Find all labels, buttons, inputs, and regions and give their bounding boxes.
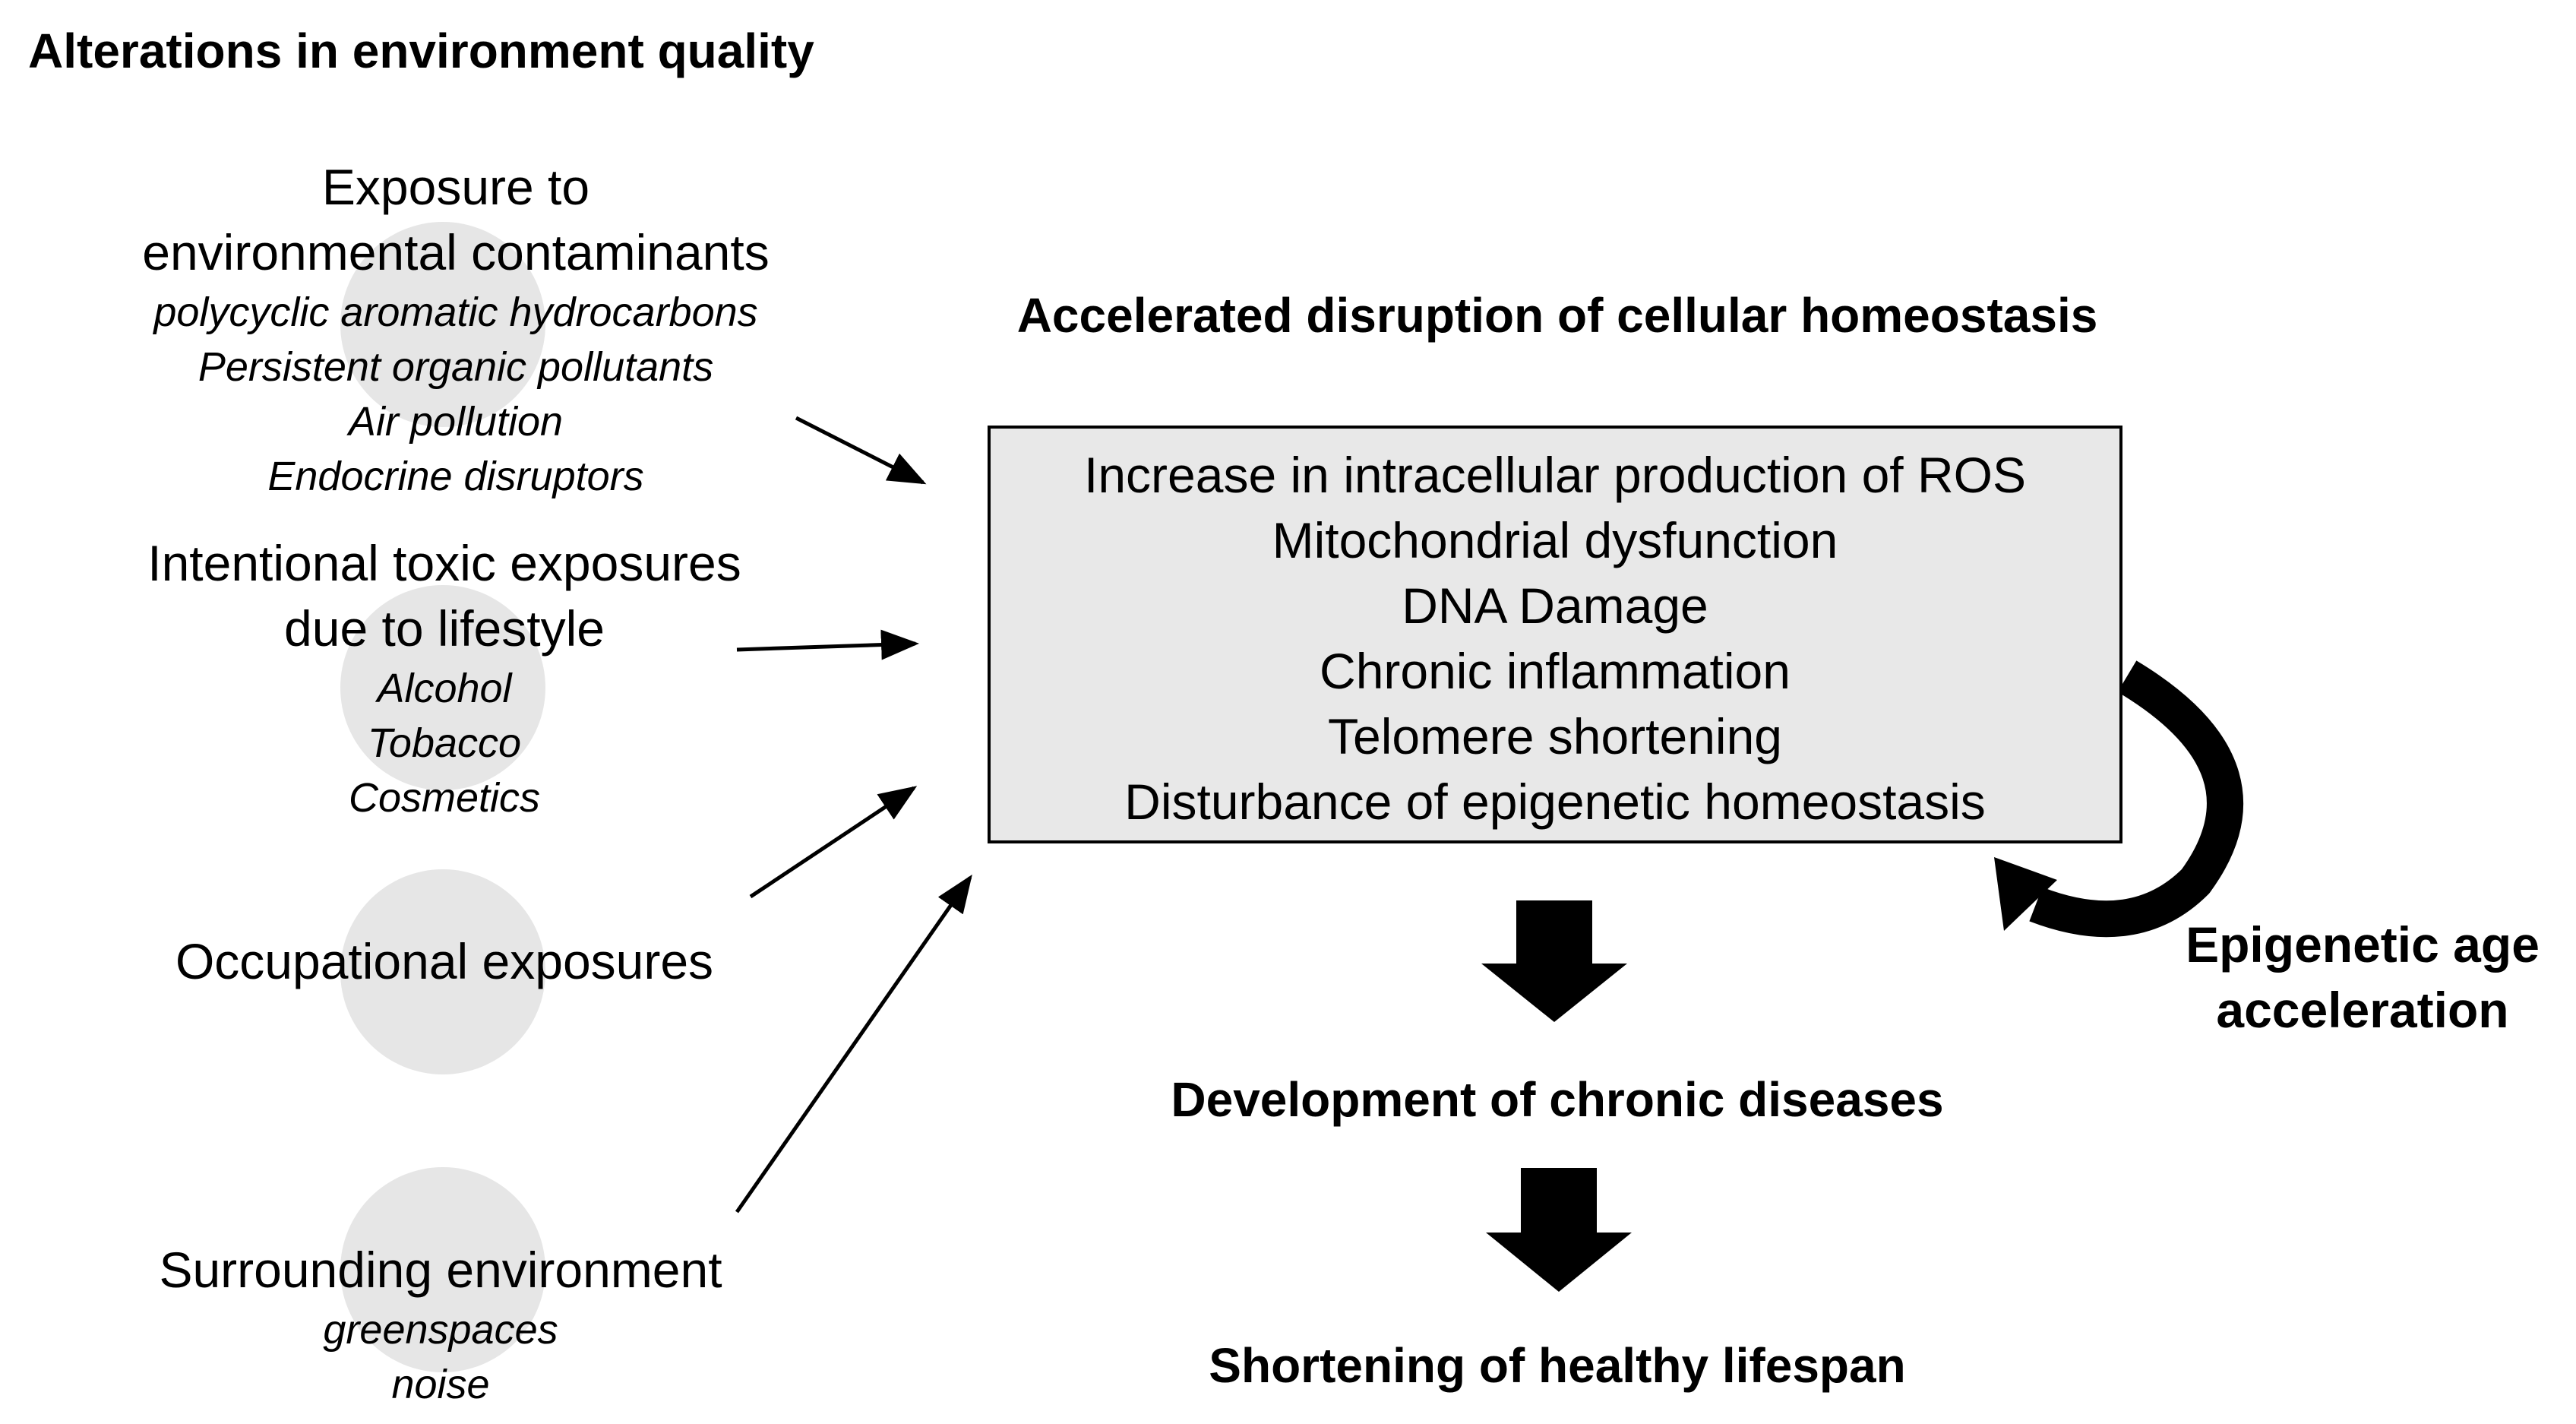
source-example: Endocrine disruptors — [267, 454, 644, 499]
source-heading: due to lifestyle — [284, 600, 605, 657]
feedback-curved-arrow — [2029, 660, 2244, 938]
effect-item: Increase in intracellular production of … — [1084, 447, 2026, 503]
source-example: Persistent organic pollutants — [198, 344, 714, 390]
effect-item: Mitochondrial dysfunction — [1272, 512, 1838, 568]
source-heading: Exposure to — [321, 159, 590, 215]
outcome-healthy-lifespan: Shortening of healthy lifespan — [1209, 1338, 1906, 1393]
source-surrounding: Surrounding environment greenspaces nois… — [61, 1237, 820, 1412]
source-example: Alcohol — [377, 666, 512, 711]
diagram-title: Alterations in environment quality — [28, 24, 814, 78]
outcome-chronic-diseases: Development of chronic diseases — [1171, 1072, 1944, 1127]
effect-item: Disturbance of epigenetic homeostasis — [1124, 774, 1986, 830]
arrow-contaminants — [795, 416, 927, 485]
feedback-label-line: Epigenetic age — [2186, 916, 2540, 973]
feedback-label: Epigenetic age acceleration — [2157, 912, 2568, 1043]
arrow-occupational — [749, 786, 918, 899]
decorative-circle — [340, 222, 545, 427]
effect-item: Telomere shortening — [1328, 708, 1782, 764]
source-heading: Intentional toxic exposures — [147, 535, 741, 591]
decorative-circle — [340, 585, 545, 790]
source-example: greenspaces — [323, 1307, 558, 1353]
arrow-surrounding — [735, 874, 972, 1214]
down-arrow-2 — [1486, 1168, 1632, 1292]
source-heading: Surrounding environment — [159, 1242, 722, 1298]
feedback-arrowhead — [1994, 857, 2057, 931]
source-heading: Occupational exposures — [175, 933, 714, 989]
source-example: polycyclic aromatic hydrocarbons — [153, 290, 758, 335]
source-heading: environmental contaminants — [142, 224, 770, 280]
arrow-lifestyle — [736, 629, 919, 660]
source-lifestyle: Intentional toxic exposures due to lifes… — [65, 530, 824, 825]
source-example: noise — [391, 1362, 490, 1407]
source-example: Air pollution — [348, 399, 564, 445]
source-example: Tobacco — [367, 720, 522, 766]
decorative-circle — [340, 1167, 545, 1372]
feedback-label-line: acceleration — [2216, 982, 2509, 1038]
source-contaminants: Exposure to environmental contaminants p… — [76, 154, 836, 504]
source-example: Cosmetics — [348, 775, 541, 821]
source-occupational: Occupational exposures — [65, 929, 824, 994]
cellular-heading: Accelerated disruption of cellular homeo… — [1016, 288, 2098, 343]
decorative-circle — [340, 869, 545, 1074]
cellular-effects-box: Increase in intracellular production of … — [988, 426, 2122, 843]
effect-item: DNA Damage — [1402, 578, 1708, 634]
down-arrow-1 — [1481, 900, 1627, 1022]
effect-item: Chronic inflammation — [1320, 643, 1791, 699]
